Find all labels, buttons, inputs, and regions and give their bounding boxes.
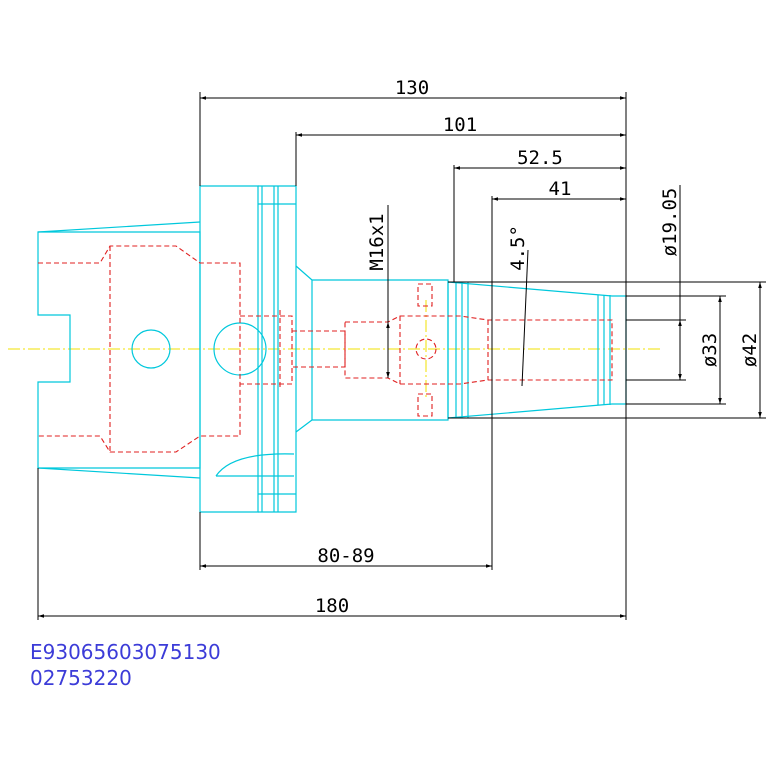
- taper-edge-top: [37, 221, 201, 233]
- collet-nose-outline: [447, 281, 627, 419]
- part-code-line-1: E93065603075130: [30, 640, 221, 664]
- drive-hole-circle: [131, 329, 171, 369]
- taper-angle-leader: [521, 249, 529, 387]
- taper-shank-outline: [37, 231, 201, 469]
- flange-groove-outline: [258, 185, 297, 513]
- dim-101-label: 101: [443, 114, 477, 136]
- flange-notch-curve: [215, 453, 295, 477]
- coolant-channel-hidden: [292, 330, 346, 368]
- collet-bore-hidden: [344, 315, 613, 385]
- dim-130-label: 130: [395, 77, 429, 99]
- shank-bore-hidden: [38, 245, 241, 453]
- taper-edge-bottom: [37, 467, 201, 479]
- dim-80-89-label: 80-89: [317, 545, 374, 567]
- thread-label: M16x1: [366, 213, 388, 270]
- dim-180-label: 180: [315, 595, 349, 617]
- dia-33-label: ø33: [699, 333, 721, 367]
- dia-42-label: ø42: [739, 333, 761, 367]
- flange-bore-hidden: [240, 315, 293, 385]
- dimension-lines: [37, 92, 766, 620]
- pin-hole-hidden: [415, 338, 437, 360]
- screw-top-hidden: [417, 283, 433, 307]
- dia-19-05-label: ø19.05: [659, 188, 681, 257]
- dim-41-label: 41: [549, 178, 572, 200]
- dim-52-5-label: 52.5: [517, 147, 563, 169]
- part-code-line-2: 02753220: [30, 666, 132, 690]
- holder-outline: [37, 185, 627, 513]
- taper-angle-label: 4.5°: [507, 225, 529, 271]
- screw-bottom-hidden: [417, 393, 433, 417]
